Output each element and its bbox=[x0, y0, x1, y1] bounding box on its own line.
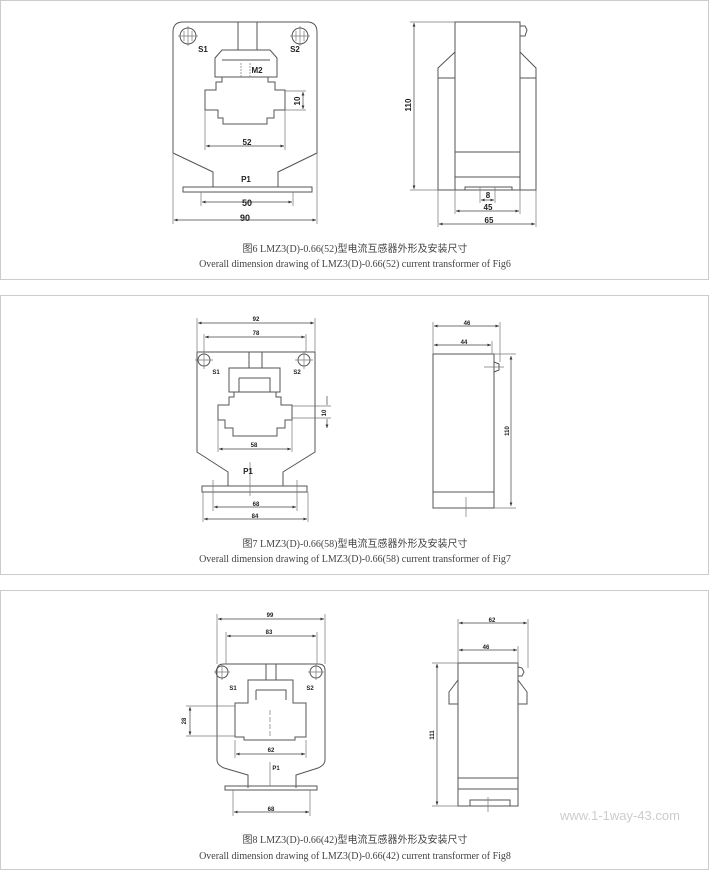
side-view: 62 46 111 bbox=[430, 618, 529, 812]
dim-depth: 62 bbox=[489, 618, 496, 624]
dim-width: 92 bbox=[253, 317, 260, 323]
front-view: S1 S2 M2 P1 52 10 50 90 bbox=[172, 21, 318, 224]
caption-cn: 图6 LMZ3(D)-0.66(52)型电流互感器外形及安装尺寸 bbox=[243, 242, 468, 255]
dim-depth-inner: 44 bbox=[461, 340, 468, 346]
m2-label: M2 bbox=[251, 66, 263, 75]
dim-height: 110 bbox=[404, 98, 413, 111]
terminal-p1-label: P1 bbox=[241, 175, 251, 184]
dim-height: 111 bbox=[430, 730, 436, 740]
dim-width: 99 bbox=[267, 613, 274, 619]
dim-depth: 46 bbox=[464, 321, 471, 327]
dim-window-height: 28 bbox=[182, 717, 188, 724]
dim-window-height: 10 bbox=[293, 96, 302, 105]
caption-cn: 图8 LMZ3(D)-0.66(42)型电流互感器外形及安装尺寸 bbox=[243, 833, 468, 846]
front-view: S1 S2 P1 99 83 28 62 68 bbox=[182, 613, 326, 816]
dim-width: 90 bbox=[240, 213, 250, 223]
terminal-s1-label: S1 bbox=[229, 686, 237, 692]
side-view: 110 8 45 65 bbox=[404, 21, 537, 227]
figure-8-panel: S1 S2 P1 99 83 28 62 68 62 46 11 bbox=[0, 590, 709, 870]
dim-window-width: 62 bbox=[268, 748, 275, 754]
terminal-s1-label: S1 bbox=[212, 370, 220, 376]
dim-window-width: 52 bbox=[243, 138, 252, 147]
caption-en: Overall dimension drawing of LMZ3(D)-0.6… bbox=[199, 554, 511, 565]
figure-7-panel: S1 S2 P1 92 78 10 58 68 84 46 44 bbox=[0, 295, 709, 575]
caption-en: Overall dimension drawing of LMZ3(D)-0.6… bbox=[199, 259, 511, 270]
dim-height: 110 bbox=[505, 426, 511, 436]
dim-screws: 78 bbox=[253, 331, 260, 337]
figure-6-panel: S1 S2 M2 P1 52 10 50 90 110 8 45 bbox=[0, 0, 709, 280]
dim-mount: 50 bbox=[242, 198, 252, 208]
front-view: S1 S2 P1 92 78 10 58 68 84 bbox=[195, 317, 331, 522]
terminal-p1-label: P1 bbox=[272, 766, 280, 772]
terminal-s2-label: S2 bbox=[293, 370, 301, 376]
dim-depth-inner: 45 bbox=[484, 203, 493, 212]
dim-depth: 65 bbox=[485, 216, 494, 225]
watermark: www.1-1way-43.com bbox=[559, 808, 680, 823]
terminal-s2-label: S2 bbox=[306, 686, 314, 692]
terminal-s1-label: S1 bbox=[198, 45, 208, 54]
dim-tab: 8 bbox=[486, 191, 491, 200]
terminal-s2-label: S2 bbox=[290, 45, 300, 54]
side-view: 46 44 110 bbox=[432, 321, 516, 517]
dim-screws: 83 bbox=[266, 630, 273, 636]
dim-mount: 68 bbox=[253, 502, 260, 508]
dim-window-width: 58 bbox=[251, 443, 258, 449]
caption-cn: 图7 LMZ3(D)-0.66(58)型电流互感器外形及安装尺寸 bbox=[243, 537, 468, 550]
terminal-p1-label: P1 bbox=[243, 467, 253, 476]
dim-mount: 68 bbox=[268, 807, 275, 813]
dim-window-height: 10 bbox=[322, 409, 328, 416]
dim-depth-inner: 46 bbox=[483, 645, 490, 651]
caption-en: Overall dimension drawing of LMZ3(D)-0.6… bbox=[199, 851, 511, 862]
dim-base: 84 bbox=[252, 514, 259, 520]
